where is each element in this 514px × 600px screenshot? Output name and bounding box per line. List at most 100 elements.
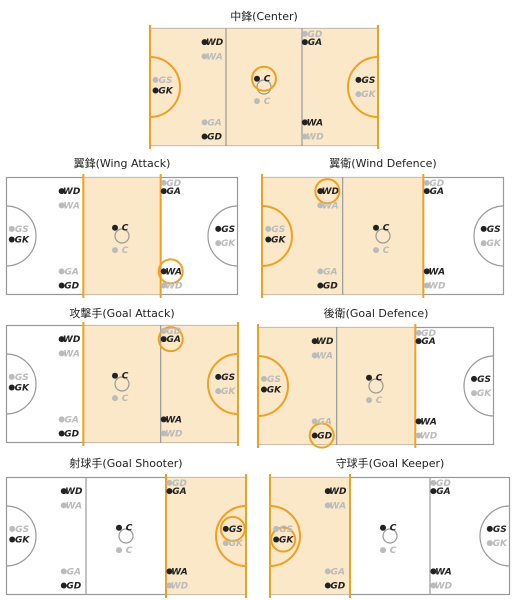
player-dot bbox=[60, 502, 67, 509]
left-goal-circle bbox=[5, 205, 37, 267]
panel-title: 翼衛(Wind Defence) bbox=[329, 157, 437, 170]
player-marker: WD bbox=[201, 38, 224, 48]
player-marker: GK bbox=[215, 239, 236, 249]
player-marker: GS bbox=[215, 225, 235, 235]
player-dot bbox=[415, 329, 422, 336]
player-marker: GA bbox=[430, 487, 451, 497]
player-marker: GD bbox=[308, 422, 335, 449]
player-label: GS bbox=[267, 375, 281, 385]
player-marker: WA bbox=[201, 52, 223, 62]
player-dot bbox=[324, 582, 331, 589]
player-dot bbox=[373, 247, 379, 254]
left-goal-circle bbox=[269, 505, 301, 567]
player-dot bbox=[260, 386, 267, 393]
player-dot bbox=[273, 536, 280, 543]
player-dot bbox=[423, 188, 430, 195]
player-label: GK bbox=[15, 236, 30, 246]
player-label: WD bbox=[329, 487, 347, 497]
player-label: GS bbox=[271, 225, 285, 235]
player-dot bbox=[160, 179, 167, 186]
player-dot bbox=[201, 119, 208, 126]
player-dot bbox=[430, 568, 437, 575]
player-label: GS bbox=[493, 525, 507, 535]
player-marker: GK bbox=[355, 90, 377, 100]
player-label: WD bbox=[428, 282, 446, 292]
right-goal-circle bbox=[479, 505, 511, 567]
player-label: GS bbox=[229, 525, 243, 535]
player-label: C bbox=[122, 224, 129, 234]
player-marker: GS bbox=[480, 225, 501, 235]
player-marker: C bbox=[112, 246, 129, 256]
panel-title: 中鋒(Center) bbox=[230, 10, 298, 23]
player-marker: WD bbox=[311, 337, 334, 347]
player-marker: GS bbox=[355, 76, 375, 86]
player-marker: WD bbox=[166, 582, 189, 592]
player-marker: C bbox=[116, 524, 133, 534]
player-marker: WA bbox=[430, 567, 452, 577]
player-marker: GD bbox=[160, 327, 182, 337]
player-label: WD bbox=[63, 187, 81, 197]
player-dot bbox=[366, 374, 372, 381]
player-marker: GD bbox=[415, 329, 437, 339]
centre-circle bbox=[368, 378, 384, 394]
player-dot bbox=[265, 225, 272, 232]
player-label: GA bbox=[331, 567, 345, 577]
player-dot bbox=[58, 202, 65, 209]
player-dot bbox=[373, 224, 379, 231]
player-marker: WA bbox=[301, 118, 324, 128]
left-goal-circle bbox=[261, 205, 293, 267]
player-label: GK bbox=[487, 239, 502, 249]
player-label: GK bbox=[271, 236, 286, 246]
player-dot bbox=[112, 372, 118, 379]
player-label: C bbox=[383, 246, 390, 256]
player-label: WA bbox=[420, 417, 437, 427]
player-label: WD bbox=[65, 487, 83, 497]
player-dot bbox=[324, 502, 331, 509]
centre-circle bbox=[114, 376, 130, 392]
player-marker: WD bbox=[58, 335, 81, 345]
player-marker: WA bbox=[415, 417, 437, 427]
player-label: GK bbox=[279, 536, 294, 546]
player-label: WA bbox=[307, 118, 324, 128]
player-marker: WD bbox=[314, 178, 341, 205]
player-marker: WD bbox=[324, 487, 347, 497]
player-marker: GS bbox=[486, 525, 507, 535]
player-marker: C bbox=[373, 224, 390, 234]
player-marker: GD bbox=[60, 582, 82, 592]
player-marker: GA bbox=[311, 417, 332, 427]
player-label: WA bbox=[429, 267, 446, 277]
player-label: GS bbox=[487, 225, 501, 235]
player-marker: C bbox=[380, 524, 397, 534]
player-label: C bbox=[122, 372, 129, 382]
player-dot bbox=[160, 268, 167, 275]
player-dot bbox=[160, 327, 167, 334]
player-marker: GS bbox=[260, 375, 281, 385]
player-label: GD bbox=[207, 133, 222, 143]
player-marker: WA bbox=[324, 501, 347, 511]
player-dot bbox=[311, 432, 318, 439]
player-dot bbox=[273, 525, 280, 532]
player-dot bbox=[9, 536, 16, 543]
player-label: GD bbox=[436, 479, 451, 489]
player-label: GA bbox=[207, 118, 221, 128]
player-dot bbox=[160, 416, 167, 423]
player-marker: GD bbox=[160, 179, 182, 189]
player-dot bbox=[380, 547, 386, 554]
player-label: WA bbox=[330, 501, 347, 511]
player-marker: GA bbox=[166, 487, 187, 497]
player-marker: GA bbox=[58, 267, 79, 277]
player-marker: WD bbox=[60, 487, 83, 497]
player-dot bbox=[58, 268, 65, 275]
player-marker: GK bbox=[152, 87, 174, 97]
player-dot bbox=[355, 91, 362, 98]
player-dot bbox=[160, 430, 167, 437]
player-label: C bbox=[126, 546, 133, 556]
player-label: GA bbox=[436, 487, 450, 497]
player-dot bbox=[471, 375, 478, 382]
player-marker: GA bbox=[157, 326, 184, 353]
player-label: GD bbox=[64, 430, 79, 440]
